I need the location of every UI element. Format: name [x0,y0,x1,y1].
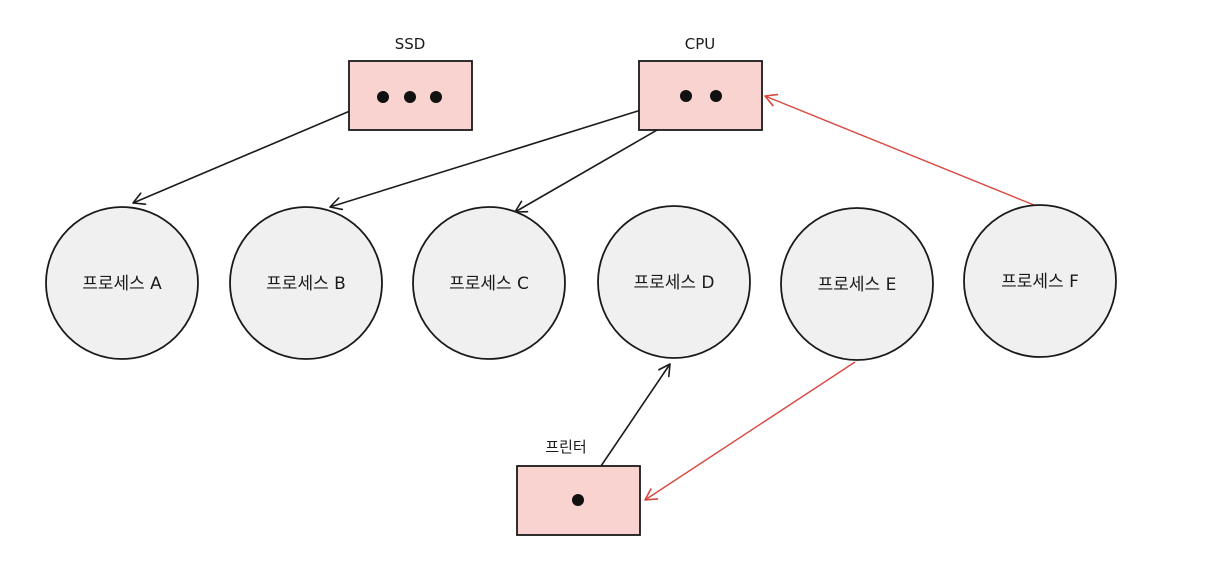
process-d-node [597,205,751,359]
edge-process-e-to-printer [644,361,856,501]
resource-ssd: SSD [348,35,473,131]
edge-process-f-to-cpu [764,93,1035,206]
process-d-label: 프로세스 D [633,273,714,293]
cpu-instance-dot [710,90,722,102]
edge-ssd-to-process-a [132,96,384,206]
resource-cpu: CPU [638,35,763,131]
processes: 프로세스 A 프로세스 B 프로세스 C 프로세스 D 프로세스 E 프로세스 … [45,204,1117,361]
ssd-box [348,60,473,131]
process-f-node [963,204,1117,358]
edge-cpu-to-process-b [329,95,687,211]
cpu-box [638,60,763,131]
process-b-node [229,206,383,360]
cpu-label: CPU [685,35,716,53]
ssd-label: SSD [395,35,426,53]
process-e: 프로세스 E [780,207,934,361]
process-e-label: 프로세스 E [818,275,897,295]
process-a-node [45,206,199,360]
process-a-label: 프로세스 A [82,274,162,294]
process-d: 프로세스 D [597,205,751,359]
printer-instance-dot [572,494,584,506]
ssd-instance-dot [404,91,416,103]
process-f: 프로세스 F [963,204,1117,358]
process-b: 프로세스 B [229,206,383,360]
process-c-node [412,206,566,360]
process-c-label: 프로세스 C [449,274,529,294]
ssd-instance-dot [430,91,442,103]
resource-printer: 프린터 [516,438,641,536]
process-a: 프로세스 A [45,206,199,360]
process-c: 프로세스 C [412,206,566,360]
process-e-node [780,207,934,361]
process-b-label: 프로세스 B [266,274,346,294]
cpu-instance-dot [680,90,692,102]
ssd-instance-dot [377,91,389,103]
printer-label: 프린터 [545,438,586,456]
process-f-label: 프로세스 F [1001,272,1079,292]
